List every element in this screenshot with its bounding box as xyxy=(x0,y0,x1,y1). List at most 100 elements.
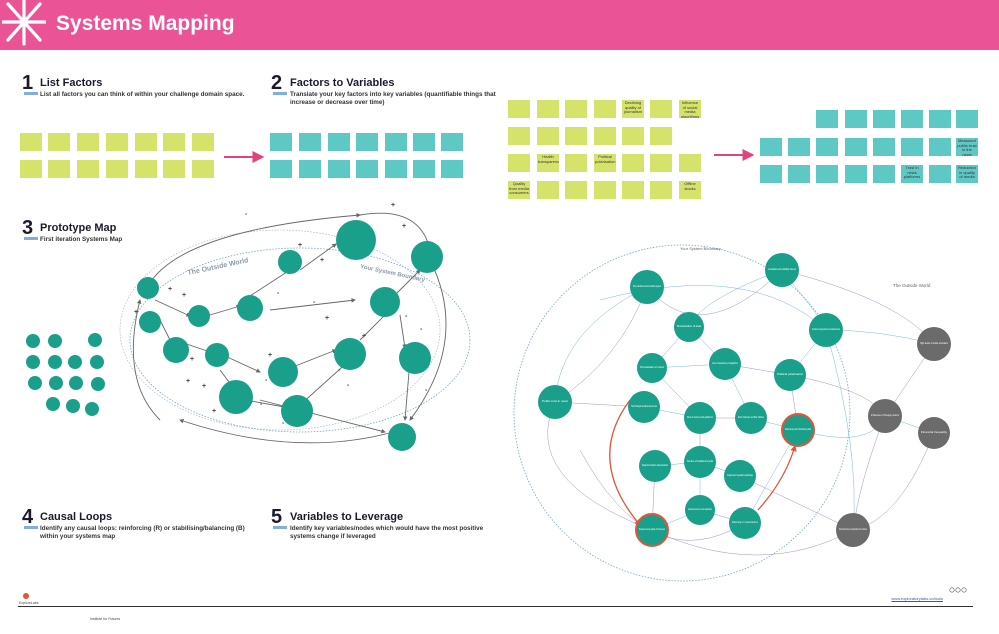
polarity-sign: - xyxy=(420,326,423,333)
node-label: Centralisation and profitability channel… xyxy=(768,268,796,271)
node-label: Media literacy and critical thinking ski… xyxy=(785,428,811,431)
step-2-title: Factors to Variables xyxy=(290,77,395,89)
node-economic-pressures xyxy=(685,495,715,525)
footer-link[interactable]: www.exploratorylabs.co/tools xyxy=(891,596,943,601)
proto-node xyxy=(388,423,416,451)
proto-small-node xyxy=(26,334,40,348)
proto-small-node xyxy=(91,377,105,391)
sticky-note xyxy=(192,133,214,151)
sticky-note xyxy=(270,133,292,151)
step-2-desc: Translate your key factors into key vari… xyxy=(290,91,496,106)
sticky-note xyxy=(873,110,895,128)
polarity-sign: + xyxy=(391,202,395,209)
step-2-bar xyxy=(273,92,287,95)
node-echo-chambers xyxy=(735,402,767,434)
sticky-note xyxy=(565,100,587,118)
footer-logo-futures: Institute for Futures xyxy=(90,617,121,621)
proto-small-node xyxy=(49,376,63,390)
node-label: Public disinvestment, marginalisation fr… xyxy=(839,528,867,531)
node-label: Press standards and accountability regim… xyxy=(633,285,661,288)
sticky-note xyxy=(650,100,672,118)
node-label: Public trust in news xyxy=(542,400,569,403)
step-4-number: 4 xyxy=(22,506,34,528)
explorelabs-logo-icon xyxy=(23,593,29,599)
final-outside-label: The Outside World xyxy=(893,283,931,288)
proto-small-node xyxy=(68,355,82,369)
polarity-sign: + xyxy=(190,356,194,363)
polarity-sign: - xyxy=(425,387,428,394)
system-boundary xyxy=(129,247,471,433)
sticky-note xyxy=(508,100,530,118)
step-5-number: 5 xyxy=(271,506,283,528)
sticky-note xyxy=(48,160,70,178)
sticky-note xyxy=(565,181,587,199)
step-5-bar xyxy=(273,526,287,529)
proto-node xyxy=(278,250,302,274)
node-media-literacy xyxy=(781,413,815,447)
sticky-note xyxy=(537,127,559,145)
step-3-title: Prototype Map xyxy=(40,222,117,234)
sticky-note xyxy=(622,181,644,199)
proto-small-node xyxy=(90,355,104,369)
polarity-sign: - xyxy=(265,377,268,384)
polarity-sign: - xyxy=(313,299,316,306)
proto-node xyxy=(268,357,298,387)
sticky-note xyxy=(901,138,923,156)
node-label: Diversity in newsrooms xyxy=(732,521,759,524)
polarity-sign: - xyxy=(338,367,341,374)
sticky-note xyxy=(788,138,810,156)
proto-small-node xyxy=(48,334,62,348)
leverage-path xyxy=(757,444,797,511)
sticky-note-polarisation: Political polarisation xyxy=(594,154,616,172)
step-3-number: 3 xyxy=(22,217,34,239)
cc-icon xyxy=(949,587,955,593)
sticky-note xyxy=(816,110,838,128)
node-label: Decline of traditional media xyxy=(687,460,714,463)
node-label: High levels of public education xyxy=(920,342,948,345)
proto-node xyxy=(281,395,313,427)
sticky-note xyxy=(77,160,99,178)
node-tech-advancements xyxy=(628,391,660,423)
polarity-sign: + xyxy=(134,309,138,316)
footer-logo-explorelabs: ExploreLabs xyxy=(19,601,39,605)
polarity-sign: + xyxy=(325,315,329,322)
step-4-desc: Identify any causal loops: reinforcing (… xyxy=(40,525,245,540)
sticky-note xyxy=(760,138,782,156)
sticky-note-offline: Offline stocks xyxy=(679,181,701,199)
sticky-note-algorithms: Influence of social media algorithms xyxy=(679,100,701,118)
polarity-sign: - xyxy=(260,401,263,408)
proto-small-node xyxy=(48,355,62,369)
sticky-note xyxy=(385,160,407,178)
sticky-note xyxy=(328,133,350,151)
outside-world-label: The Outside World xyxy=(187,257,249,277)
sticky-note xyxy=(135,133,157,151)
sticky-note xyxy=(270,160,292,178)
node-label: Circulation of emerging theories and man… xyxy=(812,328,840,331)
sticky-note xyxy=(106,133,128,151)
sticky-note-trust: Measured public trust in the news xyxy=(956,138,978,156)
polarity-sign: + xyxy=(186,378,190,385)
sticky-note xyxy=(594,181,616,199)
sticky-note xyxy=(650,181,672,199)
node-regulatory xyxy=(724,460,756,492)
prototype-map: The Outside World Your System Boundary xyxy=(26,202,471,451)
polarity-sign: + xyxy=(320,257,324,264)
cc-by-icon xyxy=(955,587,961,593)
sticky-note xyxy=(299,160,321,178)
sticky-note xyxy=(845,110,867,128)
sticky-note-health: Health transparency xyxy=(537,154,559,172)
license-icons xyxy=(949,587,967,593)
sticky-note xyxy=(413,133,435,151)
sticky-note xyxy=(929,138,951,156)
proto-node xyxy=(137,277,159,299)
polarity-sign: + xyxy=(402,223,406,230)
node-conspiracy-content xyxy=(809,313,843,347)
node-label: Echo chambers and filter bubbles xyxy=(738,416,765,419)
sticky-note xyxy=(816,138,838,156)
proto-small-node xyxy=(28,376,42,390)
sticky-note xyxy=(594,100,616,118)
sticky-note xyxy=(299,133,321,151)
proto-node xyxy=(205,343,229,367)
node-label: Personalisation of content xyxy=(640,366,664,369)
